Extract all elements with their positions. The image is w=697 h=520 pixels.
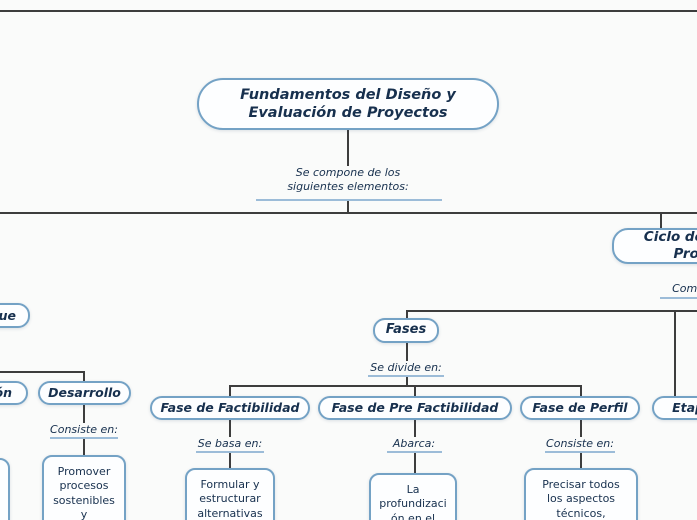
node-fases[interactable]: Fases — [373, 318, 439, 343]
edge-fases-to-label — [406, 343, 408, 361]
detail-prefactibilidad[interactable]: La profundización en el análisis de las — [369, 473, 457, 520]
edge-to-fases — [406, 310, 408, 318]
edge-root-to-label — [347, 130, 349, 166]
detail-perfil[interactable]: Precisar todos los aspectos técnicos, fi… — [524, 468, 638, 520]
node-fase-prefactibilidad[interactable]: Fase de Pre Factibilidad — [318, 396, 512, 420]
connector-underline-se-basa-en — [196, 451, 264, 453]
connector-label-se-divide-en[interactable]: Se divide en: — [370, 361, 442, 374]
node-enfoque-cut[interactable]: oque — [0, 303, 30, 328]
edge-prefactibilidad-to-label — [414, 420, 416, 437]
connector-label-abarca[interactable]: Abarca: — [392, 437, 436, 450]
connector-label-consiste-en-perfil[interactable]: Consiste en: — [546, 437, 614, 450]
edge-ciclo-children-horizontal — [406, 310, 697, 312]
connector-underline-se-divide-en — [368, 375, 444, 377]
edge-factibilidad-to-label — [229, 420, 231, 437]
connector-label-se-basa-en[interactable]: Se basa en: — [197, 437, 263, 450]
edge-label-to-mainline — [347, 200, 349, 212]
connector-underline-abarca — [387, 451, 442, 453]
detail-cut-left[interactable] — [0, 458, 10, 520]
edge-label-to-fases-split — [406, 377, 408, 385]
connector-underline-consiste-en-perfil — [545, 451, 615, 453]
top-border-line — [0, 10, 697, 12]
edge-drop-perfil — [580, 385, 582, 396]
edge-drop-prefactibilidad — [414, 385, 416, 396]
connector-label-comprende[interactable]: Comprende: — [672, 282, 697, 295]
edge-desarrollo-label-to-leaf — [83, 439, 85, 455]
node-fase-factibilidad[interactable]: Fase de Factibilidad — [150, 396, 310, 420]
edge-prefactibilidad-label-to-leaf — [414, 453, 416, 473]
connector-underline-root — [256, 199, 442, 201]
edge-desarrollo-to-label — [83, 405, 85, 423]
connector-label-root[interactable]: Se compone de los siguientes elementos: — [287, 166, 409, 193]
connector-label-consiste-en-desarrollo[interactable]: Consiste en: — [50, 423, 118, 436]
connector-underline-comprende — [660, 297, 697, 299]
edge-fases-children-horizontal — [230, 385, 581, 387]
edge-main-horizontal — [0, 212, 697, 214]
node-fase-perfil[interactable]: Fase de Perfil — [520, 396, 640, 420]
detail-desarrollo[interactable]: Promover procesos sostenibles y estructu… — [42, 455, 126, 520]
node-desarrollo[interactable]: Desarrollo — [38, 381, 131, 405]
node-root[interactable]: Fundamentos del Diseño y Evaluación de P… — [197, 78, 499, 130]
connector-underline-consiste-en-desarrollo — [50, 437, 118, 439]
edge-drop-desarrollo — [83, 371, 85, 381]
edge-main-to-ciclo — [660, 212, 662, 228]
node-etapas[interactable]: Etapas — [652, 396, 697, 420]
node-ciclo-de-vida[interactable]: Ciclo de Vida del Proyecto — [612, 228, 697, 264]
edge-drop-factibilidad — [229, 385, 231, 396]
edge-perfil-label-to-leaf — [580, 453, 582, 468]
edge-factibilidad-label-to-leaf — [229, 453, 231, 468]
edge-perfil-to-label — [580, 420, 582, 437]
edge-enfoque-children-horizontal — [0, 371, 84, 373]
edge-to-etapas — [674, 310, 676, 396]
node-ion-cut[interactable]: ón — [0, 381, 28, 405]
detail-factibilidad[interactable]: Formular y estructurar alternativas de s… — [185, 468, 275, 520]
